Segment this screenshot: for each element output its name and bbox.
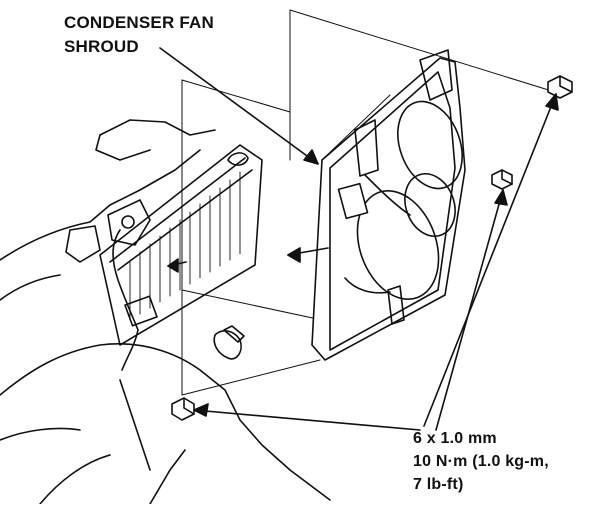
- vehicle-body-outline: [0, 119, 331, 505]
- bolt-size-label: 6 x 1.0 mm: [413, 430, 497, 447]
- condenser-fan-shroud: [311, 49, 466, 361]
- removal-direction-arrow: [287, 247, 329, 263]
- callout-title-line-1: CONDENSER FAN: [64, 13, 214, 32]
- removal-direction-arrow-left: [167, 258, 187, 273]
- fan-motor-harness: [107, 199, 245, 371]
- lower-bolt-icon: [171, 397, 195, 421]
- torque-spec-label: 10 N·m (1.0 kg-m,: [413, 453, 549, 470]
- middle-bolt-icon: [491, 169, 513, 190]
- callout-leader-arrow: [159, 47, 319, 165]
- bolt-pointer-arrows: [193, 93, 559, 431]
- upper-bolt-icon: [547, 75, 573, 99]
- torque-spec-label-continued: 7 lb-ft): [413, 476, 464, 493]
- callout-title-line-2: SHROUD: [64, 37, 139, 56]
- condenser-core: [99, 144, 263, 346]
